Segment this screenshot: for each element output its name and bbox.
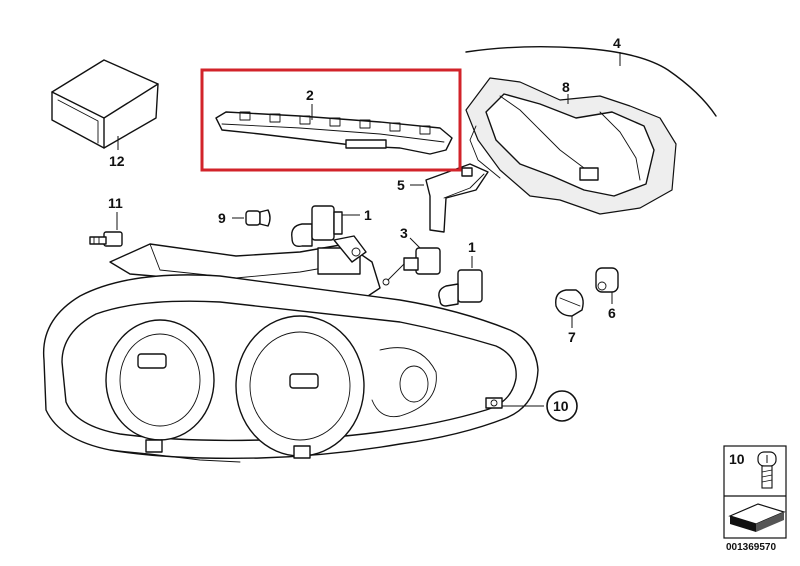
- arrow-icon: [728, 503, 786, 532]
- callout-12: 12: [109, 153, 125, 169]
- callout-1-bottom: 1: [468, 239, 476, 255]
- callout-9: 9: [218, 210, 226, 226]
- callout-7: 7: [568, 329, 576, 345]
- callout-11: 11: [108, 195, 123, 211]
- callout-3: 3: [400, 225, 408, 241]
- part-3-bulb-socket: [382, 237, 441, 286]
- legend-box: 10: [723, 445, 787, 539]
- part-7-bulb: [555, 289, 584, 328]
- callout-10: 10: [553, 398, 569, 414]
- part-1-bulb-bottom: [438, 256, 483, 307]
- screw-icon: [757, 451, 777, 489]
- legend-label-10: 10: [729, 451, 745, 467]
- part-6-socket: [595, 267, 619, 304]
- callout-5: 5: [397, 177, 405, 193]
- part-11-bolt: [89, 212, 123, 247]
- part-12-box: [51, 59, 159, 150]
- headlight-assembly: [42, 235, 544, 463]
- callout-10-circle: [546, 390, 578, 422]
- callout-8: 8: [562, 79, 570, 95]
- highlight-frame-part-2: [200, 68, 462, 172]
- reference-number: 001369570: [726, 542, 777, 553]
- callout-6: 6: [608, 305, 616, 321]
- part-5-bracket: [410, 163, 489, 233]
- part-8-housing-cover: [465, 77, 677, 215]
- part-1-bulb-top: [291, 205, 360, 248]
- part-2-strip: [215, 104, 453, 155]
- part-9-bulb: [232, 209, 271, 227]
- part-4-cable: [465, 45, 717, 117]
- callout-1-top: 1: [364, 207, 372, 223]
- callout-4: 4: [613, 35, 621, 51]
- callout-2: 2: [306, 87, 314, 103]
